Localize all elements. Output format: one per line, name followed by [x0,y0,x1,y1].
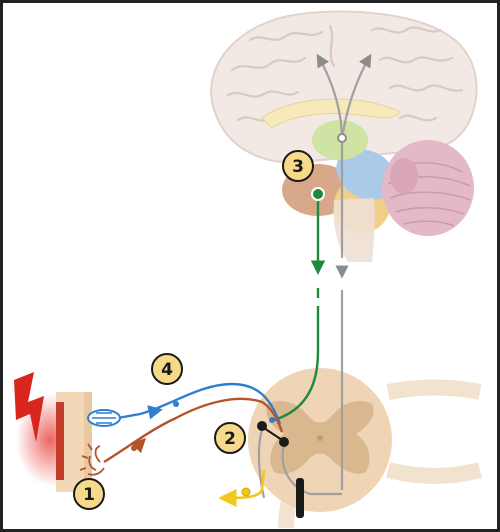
blue-pathway [117,382,282,425]
step-badge-2-label: 2 [224,429,236,449]
step-badge-3: 3 [282,150,314,182]
corpus-callosum [261,98,401,129]
spinal-cord [248,368,483,529]
reflex-neuron-soma [241,487,251,497]
step-badge-1-label: 1 [83,485,95,505]
dorsal-horn-synapses [257,417,289,447]
cerebellum [382,140,474,236]
brain [210,10,478,262]
step-badge-4: 4 [151,353,183,385]
green-neuron-soma [311,187,325,201]
hypothalamus [336,148,394,201]
descending-pathway [273,196,326,422]
reflex-output-pathway [218,469,266,508]
thalamus-relay-node [337,133,347,143]
step-badge-1: 1 [73,478,105,510]
step-badge-2: 2 [214,422,246,454]
skin-periphery [14,372,92,492]
free-nerve-ending-icon [79,443,105,476]
muscle-spindle-icon [87,409,121,427]
step-badge-3-label: 3 [292,157,304,177]
pain-lightning-icon [14,372,44,442]
cortex-gyri [226,24,464,122]
step-badge-4-label: 4 [161,360,173,380]
brainstem [333,198,375,262]
nociceptor-pathway [103,397,284,464]
